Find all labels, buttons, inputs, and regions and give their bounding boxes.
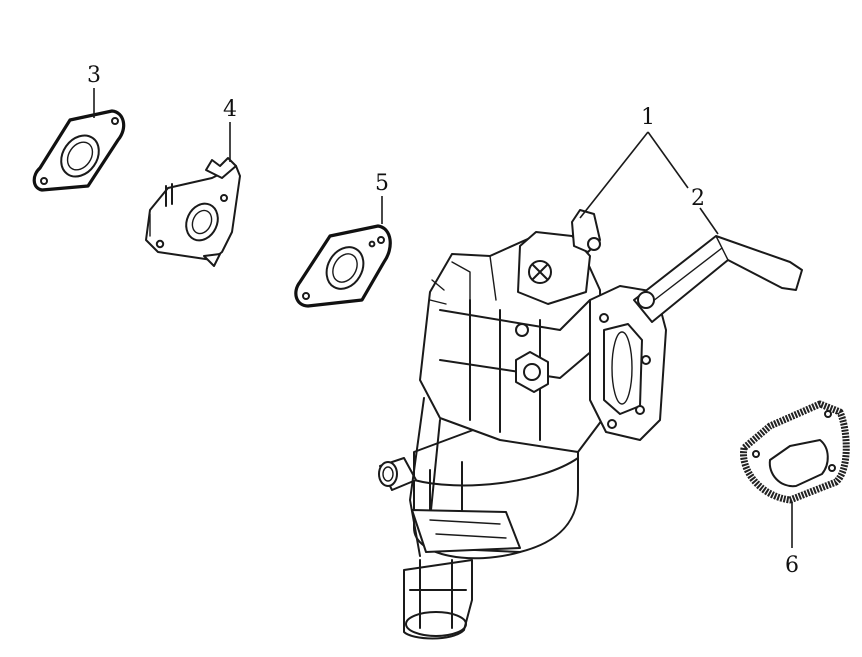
part-5-gasket bbox=[294, 224, 392, 308]
callout-4: 4 bbox=[223, 97, 237, 122]
leader-lines bbox=[93, 88, 793, 548]
callout-6: 6 bbox=[785, 553, 799, 578]
callout-1: 1 bbox=[641, 105, 655, 130]
callout-5: 5 bbox=[375, 171, 389, 196]
part-2-choke-lever bbox=[633, 235, 803, 323]
callout-3: 3 bbox=[87, 63, 101, 88]
callout-labels: 1 2 3 4 5 6 bbox=[87, 63, 799, 578]
leader-1a bbox=[579, 131, 649, 219]
part-4-insulator bbox=[145, 157, 241, 267]
part-1-carburetor bbox=[378, 209, 667, 640]
leader-1b bbox=[647, 131, 689, 189]
callout-2: 2 bbox=[691, 186, 705, 211]
leader-2 bbox=[699, 207, 719, 235]
idle-screw bbox=[515, 351, 549, 393]
part-3-gasket bbox=[32, 109, 126, 192]
bowl-bolt bbox=[378, 457, 417, 491]
part-6-gasket bbox=[740, 400, 850, 504]
